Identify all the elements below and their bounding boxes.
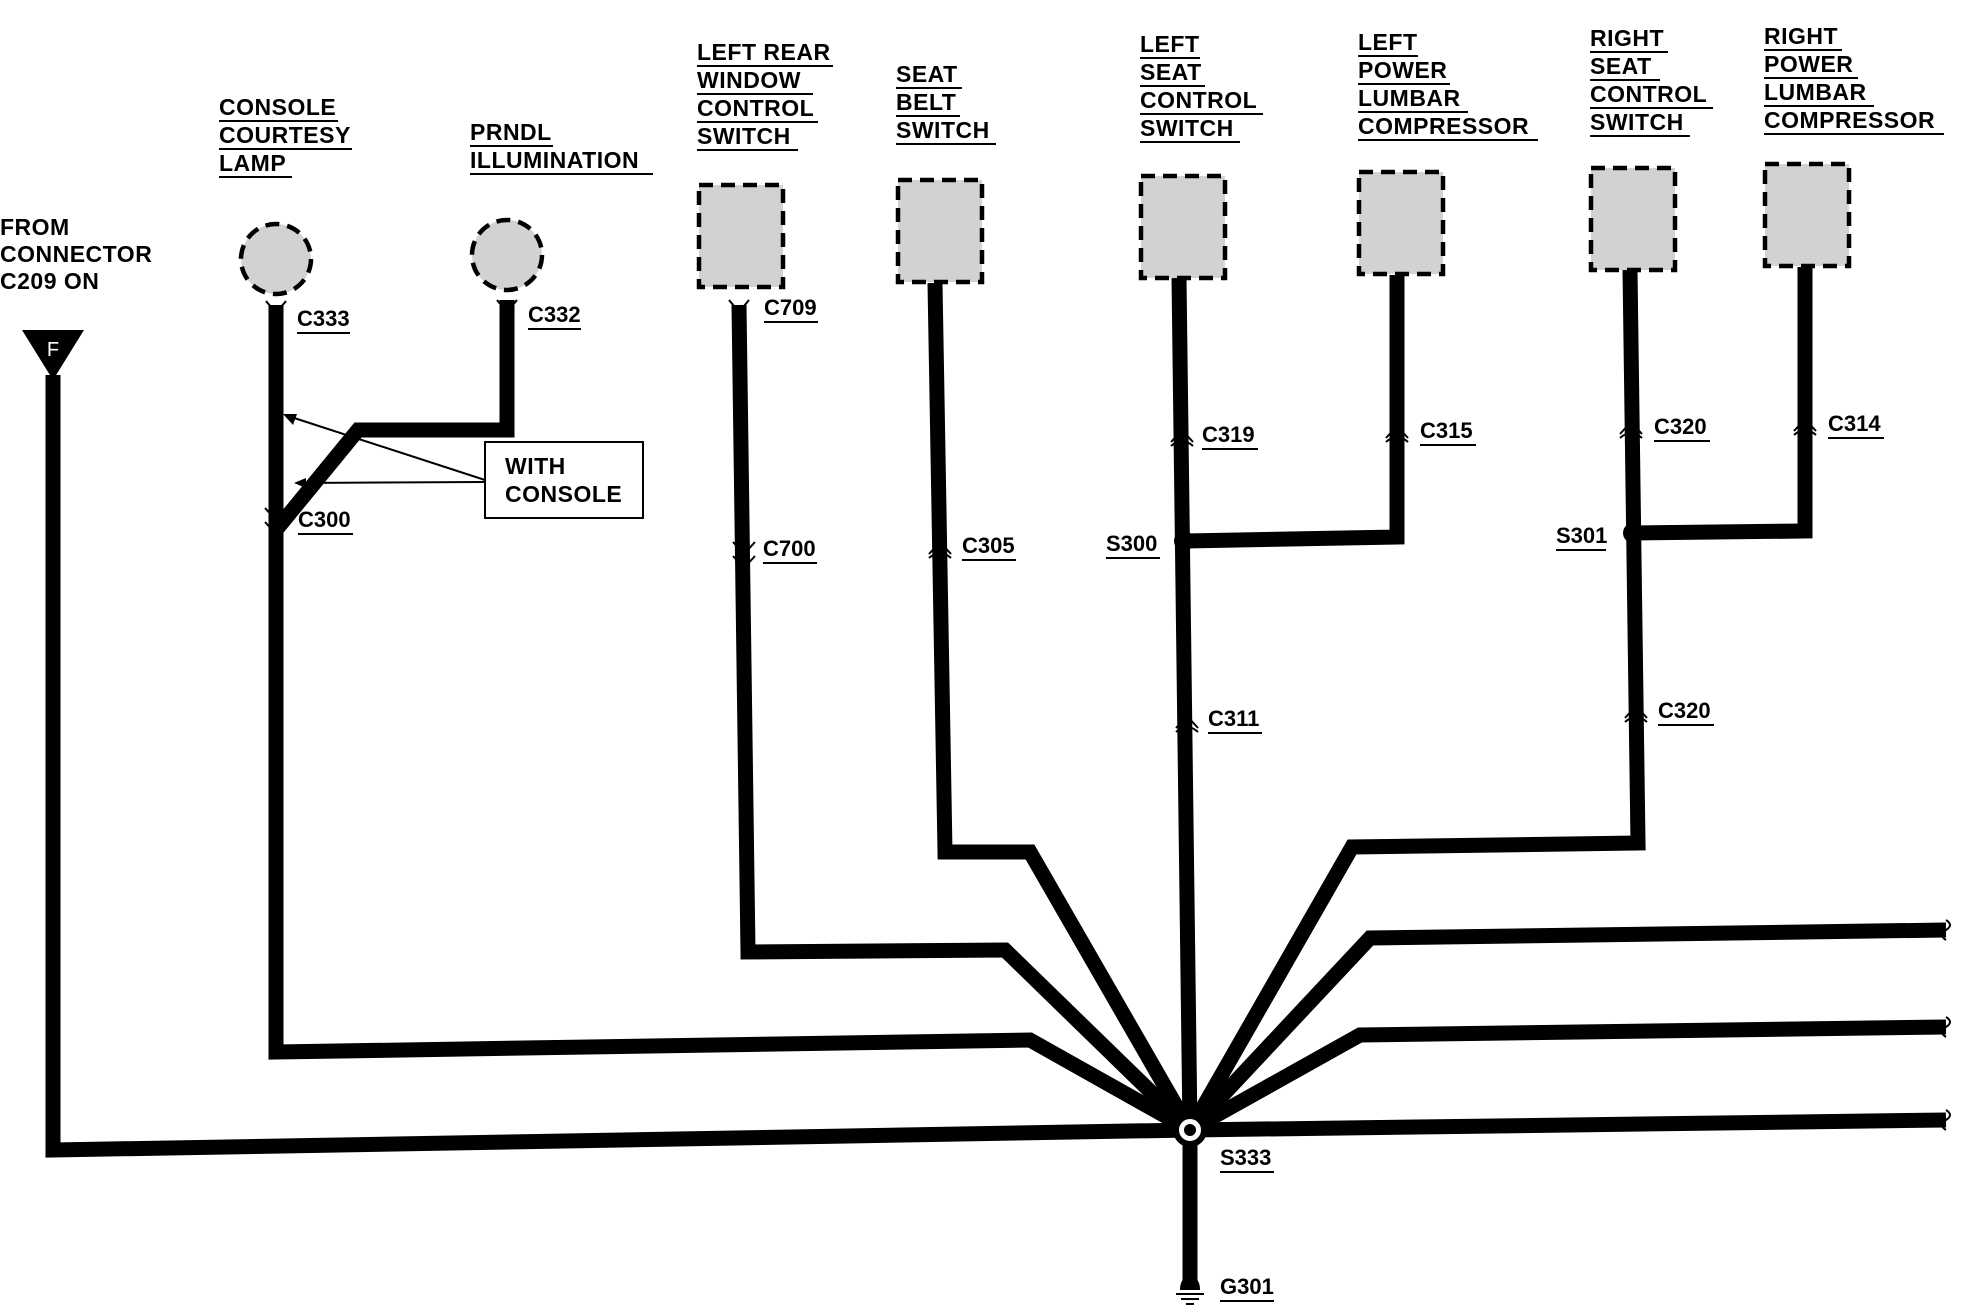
wires	[45, 267, 1947, 1282]
connector-fork-icon	[496, 299, 518, 314]
wire-exit-2	[1186, 1019, 1947, 1137]
wire-exit-1	[1184, 922, 1947, 1136]
inline-connector-icon	[1619, 420, 1643, 439]
svg-text:C315: C315	[1420, 418, 1473, 443]
svg-text:C314: C314	[1828, 411, 1881, 436]
wire-prndl	[270, 300, 515, 535]
wire-source-f	[45, 375, 1191, 1158]
svg-text:C709: C709	[764, 295, 817, 320]
switch-icon	[895, 177, 985, 285]
svg-text:S301: S301	[1556, 523, 1607, 548]
svg-text:C320: C320	[1658, 698, 1711, 723]
inline-connector-icon	[1170, 428, 1194, 447]
svg-text:C305: C305	[962, 533, 1015, 558]
wire-break-marks	[1941, 919, 1951, 1131]
inline-connector-icon	[264, 507, 288, 536]
wire-console-lamp	[268, 305, 1194, 1137]
svg-text:C320: C320	[1654, 414, 1707, 439]
inline-connector-icon	[1793, 417, 1817, 436]
switch-icon	[1588, 165, 1678, 273]
compressor-icon	[1356, 169, 1446, 277]
wire-left-rear-window	[731, 304, 1196, 1136]
bulb-icon	[469, 217, 545, 293]
connector-fork-icon	[728, 299, 750, 314]
wire-left-seat-control	[1171, 277, 1198, 1131]
inline-connector-icon	[928, 540, 952, 559]
inline-connector-icon	[1175, 714, 1199, 733]
svg-text:G301: G301	[1220, 1274, 1274, 1299]
splice-s301-icon	[1623, 523, 1643, 543]
svg-text:C333: C333	[297, 306, 350, 331]
ground-g301: G301	[1176, 1274, 1274, 1305]
svg-text:F: F	[47, 339, 59, 361]
lamp-icon	[238, 221, 314, 297]
inline-connectors: C300 C700 C305 C319 C311 C315 C320 C320 …	[264, 411, 1884, 734]
wire-right-seat-control	[1183, 269, 1646, 1134]
inline-connector-icon	[732, 541, 756, 570]
ground-icon	[1180, 1277, 1200, 1290]
switch-icon	[696, 182, 786, 290]
svg-text:C300: C300	[298, 507, 351, 532]
wire-exit-3	[1189, 1112, 1947, 1138]
splice-s300-icon	[1174, 531, 1194, 551]
svg-text:C700: C700	[763, 536, 816, 561]
svg-text:C319: C319	[1202, 422, 1255, 447]
wire-seat-belt	[927, 282, 1197, 1134]
svg-text:C332: C332	[528, 302, 581, 327]
compressor-icon	[1762, 161, 1852, 269]
terminal-connectors: C333 C332 C709	[265, 295, 818, 334]
wire-right-lumbar	[1631, 267, 1813, 541]
svg-text:S333: S333	[1220, 1145, 1271, 1170]
connector-fork-icon	[265, 300, 287, 315]
source-triangle-icon	[22, 330, 84, 380]
svg-text:S300: S300	[1106, 531, 1157, 556]
switch-icon	[1138, 173, 1228, 281]
inline-connector-icon	[1385, 424, 1409, 443]
splices: S300 S301 S333	[1106, 523, 1643, 1173]
svg-text:C311: C311	[1208, 706, 1259, 731]
wire-left-lumbar	[1184, 275, 1405, 549]
inline-connector-icon	[1624, 704, 1648, 723]
